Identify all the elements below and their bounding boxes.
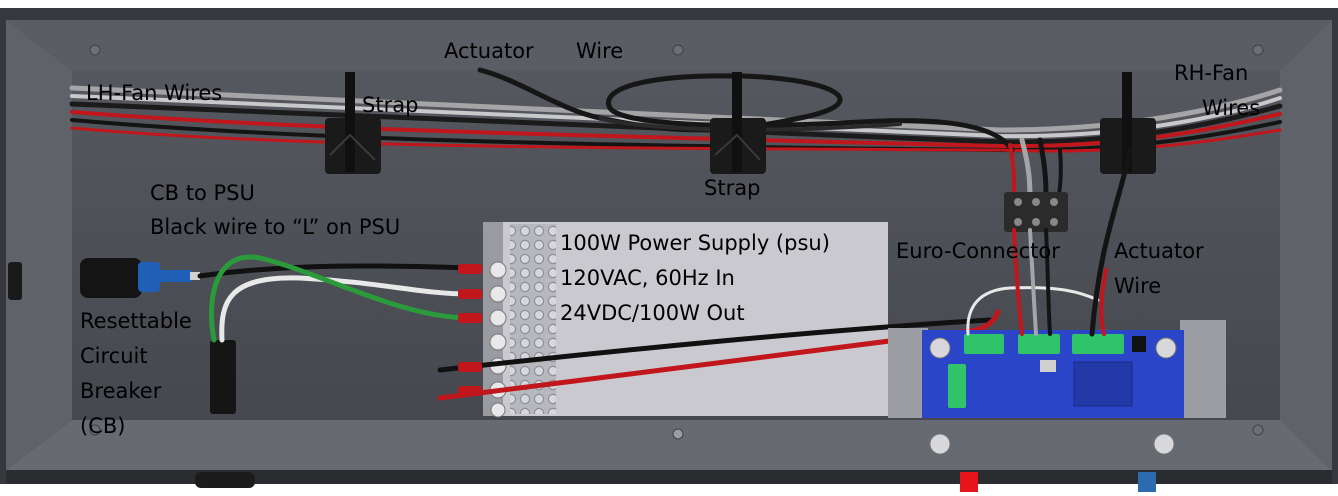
strap-center: [710, 72, 766, 174]
board-wires: [966, 147, 1133, 337]
red-marker: [960, 472, 978, 492]
breaker-label-3: Breaker: [80, 379, 162, 403]
top-wire-harness: [69, 67, 1283, 203]
frame-screw: [672, 428, 684, 440]
bottom-screw: [929, 433, 951, 455]
breaker-label-1: Resettable: [80, 309, 192, 333]
mains-wires: [197, 254, 1001, 401]
frame-screw: [672, 44, 684, 56]
strap-right: [1100, 72, 1156, 174]
psu-ferrules: [458, 264, 482, 396]
frame-screw: [1252, 44, 1264, 56]
rh-fan-label-2: Wires: [1202, 96, 1261, 120]
breaker-label-2: Circuit: [80, 344, 148, 368]
rh-fan-label-1: RH-Fan: [1174, 61, 1249, 85]
blue-marker: [1138, 472, 1156, 492]
frame-screw: [89, 424, 101, 436]
cb-to-psu-label: CB to PSU: [150, 181, 255, 205]
bottom-screw: [1153, 433, 1175, 455]
psu-output-label: 24VDC/100W Out: [560, 301, 745, 325]
strap-left: [325, 72, 381, 174]
frame-bevel-right: [1280, 20, 1332, 470]
actuator-wire-label-top-1: Actuator: [444, 39, 534, 63]
frame-bevel-top: [6, 20, 1332, 70]
strap-left-label: Strap: [362, 93, 419, 117]
frame-bevel-bottom: [6, 420, 1332, 470]
actuator-wire-label-top-2: Wire: [576, 39, 624, 63]
bottom-lip: [6, 470, 1332, 484]
circuit-breaker: [80, 258, 236, 414]
euro-connector: [1004, 192, 1068, 232]
side-connector: [8, 262, 22, 300]
psu-title-label: 100W Power Supply (psu): [560, 231, 830, 255]
psu-input-label: 120VAC, 60Hz In: [560, 266, 735, 290]
controller-board: [888, 320, 1226, 418]
breaker-label-4: (CB): [80, 414, 126, 438]
bottom-foot: [195, 472, 255, 488]
frame-screw: [89, 44, 101, 56]
lh-fan-wires-label: LH-Fan Wires: [86, 81, 223, 105]
strap-center-label: Strap: [704, 176, 761, 200]
frame-screw: [1252, 424, 1264, 436]
frame-bevel-left: [6, 20, 72, 470]
black-wire-label: Black wire to “L” on PSU: [150, 215, 401, 239]
actuator-wire-label-right-1: Actuator: [1114, 239, 1204, 263]
actuator-wire-label-right-2: Wire: [1114, 274, 1162, 298]
euro-connector-label: Euro-Connector: [896, 239, 1060, 263]
